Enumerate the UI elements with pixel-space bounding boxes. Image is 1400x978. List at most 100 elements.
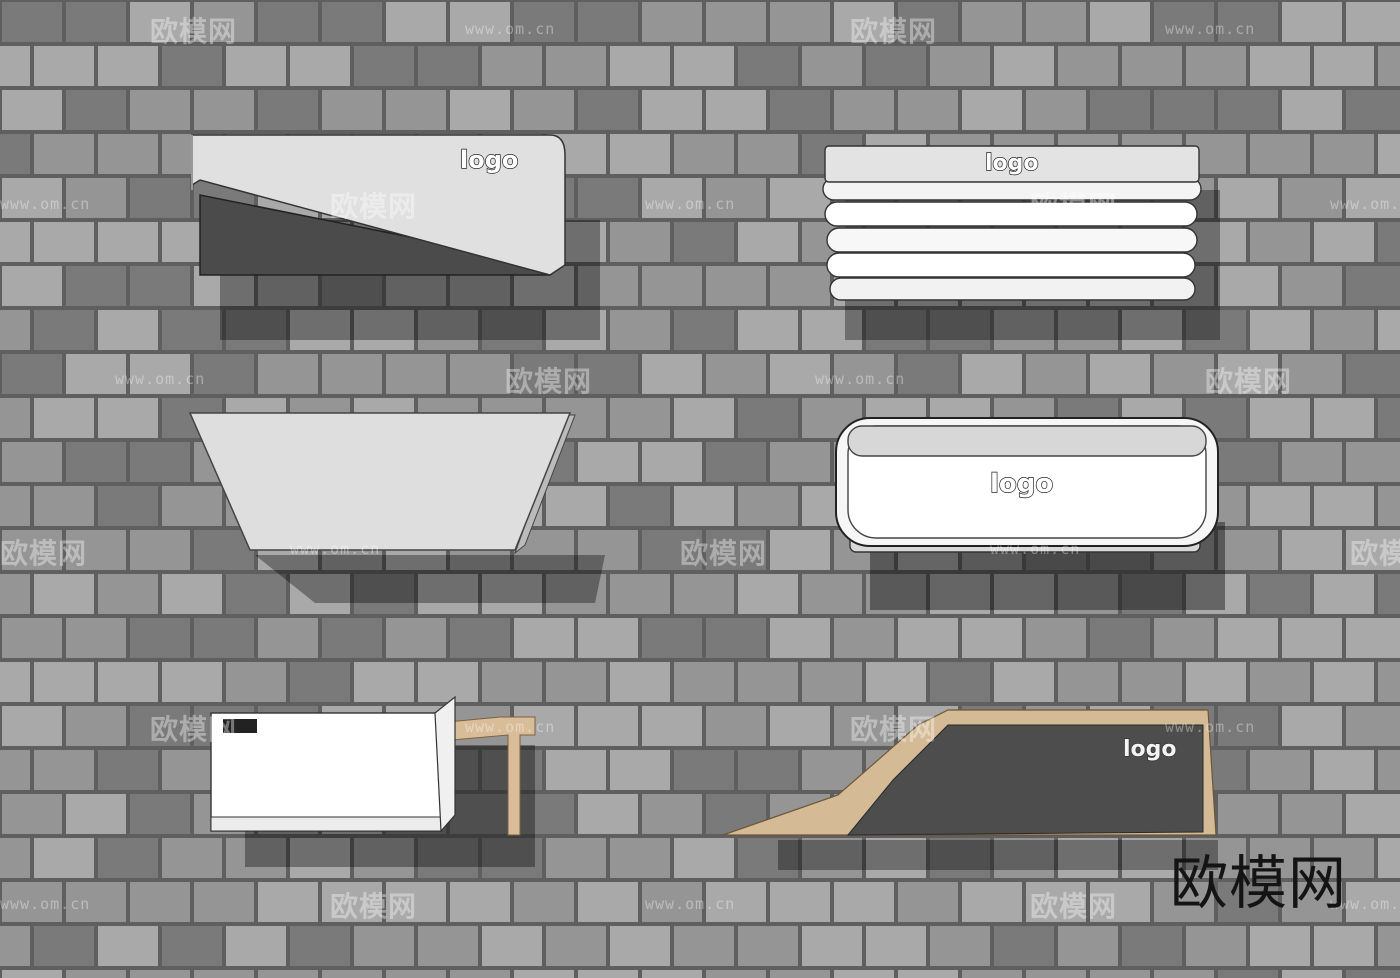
wall-tile: [930, 46, 990, 86]
wall-tile: [66, 706, 126, 746]
watermark-brand: 欧模网: [0, 537, 88, 570]
watermark-brand: 欧模网: [850, 713, 938, 746]
wall-tile: [1314, 398, 1374, 438]
wall-tile: [1122, 46, 1182, 86]
wall-tile: [0, 134, 30, 174]
wall-tile: [130, 266, 190, 306]
wall-tile: [1250, 486, 1310, 526]
desk-logo: logo: [985, 151, 1039, 176]
wall-tile: [738, 46, 798, 86]
wall-tile: [578, 266, 638, 306]
wall-tile: [706, 90, 766, 130]
wall-tile: [578, 706, 638, 746]
watermark-brand: 欧模网: [150, 15, 238, 48]
wall-tile: [1346, 442, 1400, 482]
wall-tile: [226, 46, 286, 86]
wall-tile: [1282, 618, 1342, 658]
wall-tile: [1378, 486, 1400, 526]
wall-tile: [98, 486, 158, 526]
wall-tile: [642, 706, 702, 746]
wall-tile: [34, 486, 94, 526]
wall-tile: [130, 178, 190, 218]
wall-tile: [66, 970, 126, 978]
wall-tile: [226, 838, 286, 878]
wall-tile: [1058, 926, 1118, 966]
wall-tile: [674, 46, 734, 86]
wall-tile: [706, 970, 766, 978]
wall-tile: [1090, 882, 1150, 922]
wall-tile: [674, 222, 734, 262]
wall-tile: [514, 794, 574, 834]
wall-tile: [1250, 134, 1310, 174]
watermark-url: www.om.cn: [465, 20, 556, 38]
wall-tile: [418, 838, 478, 878]
wall-tile: [770, 90, 830, 130]
wall-tile: [930, 574, 990, 614]
wall-tile: [226, 926, 286, 966]
wall-tile: [674, 838, 734, 878]
wall-tile: [1090, 618, 1150, 658]
wall-tile: [738, 838, 798, 878]
reception-desk-layered: logo: [822, 145, 1220, 340]
wall-tile: [930, 310, 990, 350]
wall-tile: [514, 90, 574, 130]
wall-tile: [0, 398, 30, 438]
wall-tile: [290, 926, 350, 966]
wall-tile: [1122, 926, 1182, 966]
wall-tile: [226, 574, 286, 614]
wall-tile: [1218, 706, 1278, 746]
wall-tile: [1346, 706, 1400, 746]
wall-tile: [0, 750, 30, 790]
wall-tile: [738, 134, 798, 174]
wall-tile: [1218, 2, 1278, 42]
reception-desk-wood-marble: logo: [722, 709, 1218, 870]
wall-tile: [802, 310, 862, 350]
wall-tile: [1282, 178, 1342, 218]
wall-tile: [1346, 882, 1400, 922]
reception-desk-trapezoid: [188, 412, 605, 603]
wall-tile: [642, 618, 702, 658]
wall-tile: [258, 90, 318, 130]
wall-tile: [130, 442, 190, 482]
wall-tile: [34, 222, 94, 262]
wall-tile: [706, 618, 766, 658]
wall-tile: [930, 838, 990, 878]
wall-tile: [1154, 354, 1214, 394]
wall-tile: [674, 926, 734, 966]
wall-tile: [1346, 2, 1400, 42]
wall-tile: [866, 46, 926, 86]
wall-tile: [162, 574, 222, 614]
wall-tile: [130, 706, 190, 746]
wall-tile: [706, 442, 766, 482]
wall-tile: [1154, 618, 1214, 658]
wall-tile: [194, 2, 254, 42]
wall-tile: [1186, 310, 1246, 350]
wall-tile: [674, 398, 734, 438]
wall-tile: [322, 882, 382, 922]
wall-tile: [1378, 574, 1400, 614]
wall-tile: [450, 882, 510, 922]
wall-tile: [1090, 2, 1150, 42]
wall-tile: [482, 574, 542, 614]
wall-tile: [962, 882, 1022, 922]
wall-tile: [130, 2, 190, 42]
wall-tile: [642, 530, 702, 570]
wall-tile: [130, 530, 190, 570]
wall-tile: [1346, 266, 1400, 306]
wall-tile: [450, 90, 510, 130]
wall-tile: [34, 398, 94, 438]
wall-tile: [194, 882, 254, 922]
wall-tile: [0, 46, 30, 86]
wall-tile: [898, 90, 958, 130]
wall-tile: [962, 970, 1022, 978]
wall-tile: [1250, 750, 1310, 790]
wall-tile: [898, 618, 958, 658]
wall-tile: [1378, 838, 1400, 878]
wall-tile: [98, 398, 158, 438]
wall-tile: [962, 90, 1022, 130]
wall-tile: [1314, 486, 1374, 526]
desk-logo: logo: [1123, 737, 1177, 762]
wall-tile: [34, 662, 94, 702]
wall-tile: [162, 310, 222, 350]
wall-tile: [1250, 926, 1310, 966]
